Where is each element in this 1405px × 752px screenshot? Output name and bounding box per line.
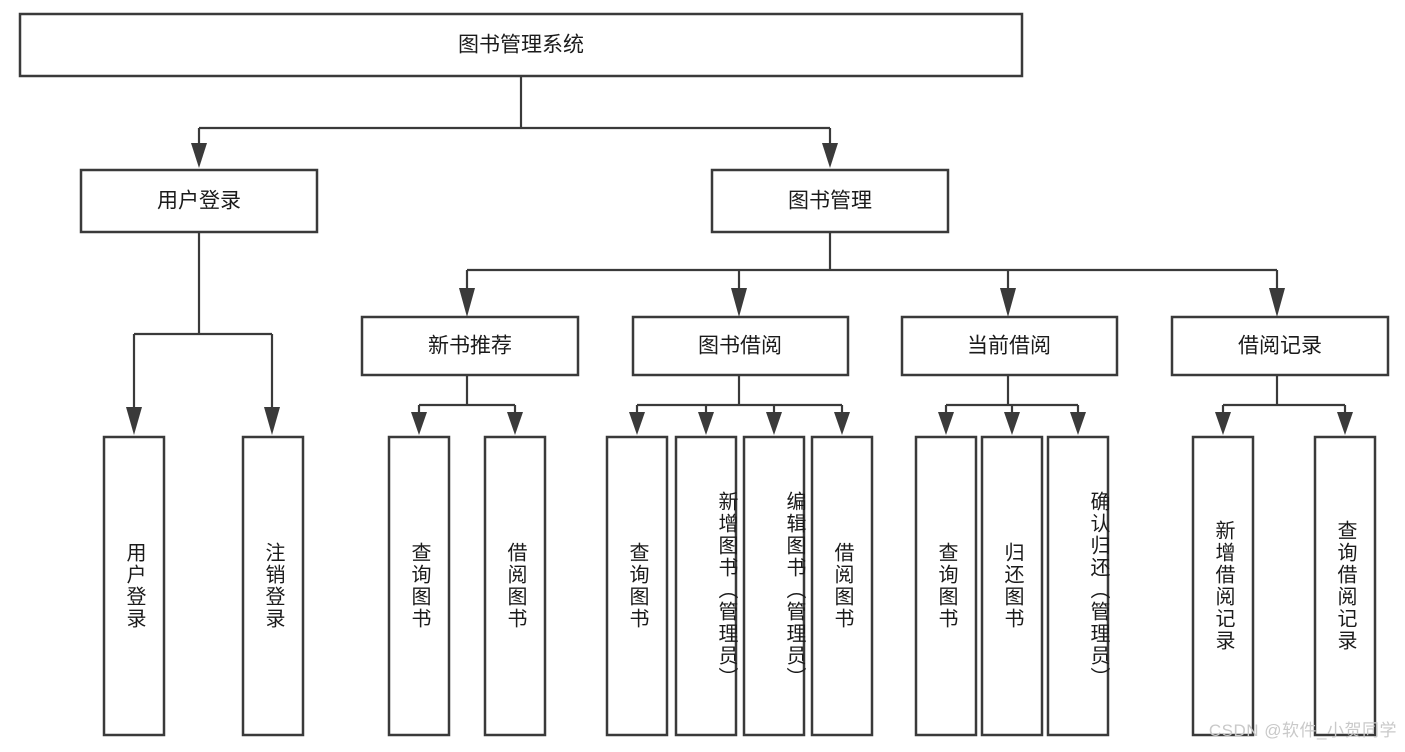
node-leaf-query-book-2-box[interactable] <box>605 435 669 737</box>
connector-group-new-book-rec <box>411 375 523 435</box>
node-leaf-borrow-book-1[interactable] <box>483 435 547 737</box>
node-leaf-user-login[interactable] <box>102 435 166 737</box>
node-book-borrow-box[interactable] <box>631 315 850 377</box>
node-user-login[interactable]: 用户登录 <box>79 168 319 234</box>
node-user-login-box[interactable] <box>79 168 319 234</box>
connector-group-current-borrow <box>938 375 1086 435</box>
node-leaf-query-record-box[interactable] <box>1313 435 1377 737</box>
node-leaf-confirm-return-box[interactable] <box>1046 435 1110 737</box>
arrow-head-leaf-add-book <box>698 412 714 435</box>
node-leaf-add-record-box[interactable] <box>1191 435 1255 737</box>
arrow-head-leaf-confirm-return <box>1070 412 1086 435</box>
node-leaf-return-book[interactable] <box>980 435 1044 737</box>
node-leaf-edit-book-box[interactable] <box>742 435 806 737</box>
arrow-head-user-login <box>191 143 207 168</box>
arrow-head-leaf-query-record <box>1337 412 1353 435</box>
arrow-head-current-borrow <box>1000 288 1016 317</box>
connector-group-user-login <box>126 232 280 435</box>
node-leaf-query-book-3-box[interactable] <box>914 435 978 737</box>
node-leaf-query-book-1[interactable] <box>387 435 451 737</box>
node-borrow-record-box[interactable] <box>1170 315 1390 377</box>
arrow-head-leaf-query-book-1 <box>411 412 427 435</box>
node-borrow-record-label: 借阅记录 <box>1238 335 1322 358</box>
node-leaf-query-book-3[interactable] <box>914 435 978 737</box>
connector-group-root <box>191 77 838 168</box>
arrow-head-leaf-query-book-3 <box>938 412 954 435</box>
arrow-head-leaf-borrow-book-1 <box>507 412 523 435</box>
node-new-book-rec-label: 新书推荐 <box>428 335 512 358</box>
node-current-borrow-label: 当前借阅 <box>967 335 1051 358</box>
node-user-login-label: 用户登录 <box>157 190 241 213</box>
node-leaf-return-book-box[interactable] <box>980 435 1044 737</box>
arrow-head-leaf-borrow-book-2 <box>834 412 850 435</box>
arrow-head-new-book-rec <box>459 288 475 317</box>
node-borrow-record[interactable]: 借阅记录 <box>1170 315 1390 377</box>
connector-group-borrow-record <box>1215 375 1353 435</box>
arrow-head-leaf-edit-book <box>766 412 782 435</box>
node-book-manage[interactable]: 图书管理 <box>710 168 950 234</box>
node-root[interactable]: 图书管理系统 <box>18 12 1024 78</box>
node-book-borrow-label: 图书借阅 <box>698 335 782 358</box>
arrow-head-book-manage <box>822 143 838 168</box>
node-current-borrow[interactable]: 当前借阅 <box>900 315 1119 377</box>
connector-group-book-manage <box>459 232 1285 317</box>
arrow-head-borrow-record <box>1269 288 1285 317</box>
node-leaf-confirm-return[interactable] <box>1046 435 1110 737</box>
csdn-watermark: CSDN @软件_小贺同学 <box>1208 721 1397 740</box>
arrow-head-leaf-add-record <box>1215 412 1231 435</box>
arrow-head-leaf-user-logout <box>264 407 280 435</box>
node-root-box[interactable] <box>18 12 1024 78</box>
node-book-manage-label: 图书管理 <box>788 190 872 213</box>
node-book-borrow[interactable]: 图书借阅 <box>631 315 850 377</box>
node-leaf-add-book-box[interactable] <box>674 435 738 737</box>
arrow-head-leaf-user-login <box>126 407 142 435</box>
node-book-manage-box[interactable] <box>710 168 950 234</box>
node-leaf-user-logout[interactable] <box>241 435 305 737</box>
node-new-book-rec[interactable]: 新书推荐 <box>360 315 580 377</box>
node-leaf-borrow-book-1-box[interactable] <box>483 435 547 737</box>
node-leaf-query-record[interactable] <box>1313 435 1377 737</box>
arrow-head-leaf-return-book <box>1004 412 1020 435</box>
node-leaf-edit-book[interactable] <box>742 435 806 737</box>
node-new-book-rec-box[interactable] <box>360 315 580 377</box>
arrow-head-leaf-query-book-2 <box>629 412 645 435</box>
node-leaf-user-login-box[interactable] <box>102 435 166 737</box>
node-current-borrow-box[interactable] <box>900 315 1119 377</box>
node-leaf-query-book-2[interactable] <box>605 435 669 737</box>
connector-group-book-borrow <box>629 375 850 435</box>
node-leaf-borrow-book-2[interactable] <box>810 435 874 737</box>
node-leaf-user-logout-box[interactable] <box>241 435 305 737</box>
node-leaf-borrow-book-2-box[interactable] <box>810 435 874 737</box>
node-leaf-query-book-1-box[interactable] <box>387 435 451 737</box>
node-root-label: 图书管理系统 <box>458 34 584 57</box>
arrow-head-book-borrow <box>731 288 747 317</box>
node-leaf-add-book[interactable] <box>674 435 738 737</box>
node-leaf-add-record[interactable] <box>1191 435 1255 737</box>
